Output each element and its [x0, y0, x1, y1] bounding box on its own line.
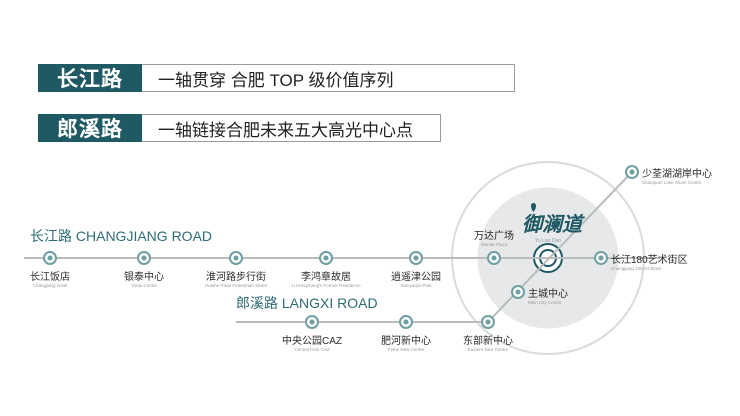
station-node-dot — [323, 255, 329, 261]
station-node-dot — [485, 319, 491, 325]
station-name: 少荃湖湖岸中心 — [642, 167, 712, 180]
banner-tag: 郎溪路 — [38, 114, 142, 142]
diagonal-road-line — [487, 171, 633, 323]
station-node-dot — [598, 255, 604, 261]
hub-pin-icon — [531, 203, 536, 212]
station-node-dot — [141, 255, 147, 261]
station-name: 长江180艺术街区 — [611, 253, 688, 266]
station-name: 淮河路步行街 — [206, 270, 266, 283]
station-node-dot — [233, 255, 239, 261]
station-name-en: Central Park CAZ — [294, 347, 330, 352]
hub-subtitle: Yu Lan Dao — [535, 238, 561, 244]
station-name-en: Huaihe Road Pedestrian Street — [205, 283, 268, 288]
station-name: 李鸿章故居 — [301, 270, 351, 283]
station-node-dot — [309, 319, 315, 325]
station-name-en: Changjiang 180 Art Block — [611, 266, 662, 271]
station-node-dot — [515, 289, 521, 295]
changjiang-road-label: 长江路 CHANGJIANG ROAD — [30, 228, 212, 244]
station-name: 肥河新中心 — [381, 334, 431, 347]
station-name: 东部新中心 — [463, 334, 513, 347]
station-node-dot — [629, 169, 635, 175]
station-name: 银泰中心 — [124, 270, 164, 283]
station-name-en: Yintai Centre — [131, 283, 157, 288]
station-name: 逍遥津公园 — [391, 270, 441, 283]
station-name: 中央公园CAZ — [282, 334, 342, 347]
station-name-en: Eastern New Centre — [468, 347, 509, 352]
banner-langxi: 郎溪路 一轴链接合肥未来五大高光中心点 — [38, 114, 441, 142]
station-name-en: Feihe New Centre — [388, 347, 425, 352]
station-name-en: Wanda Plaza — [481, 242, 508, 247]
banner-changjiang: 长江路 一轴贯穿 合肥 TOP 级价值序列 — [38, 64, 515, 92]
station-name-en: Main City Centre — [528, 300, 562, 305]
station-name-en: Li Hongzhang's Former Residence — [291, 283, 361, 288]
station-name: 长江饭店 — [30, 270, 70, 283]
station-name-en: Changjiang Hotel — [33, 283, 68, 288]
station-node-dot — [413, 255, 419, 261]
station-name-en: Xiaoyaojin Park — [400, 283, 432, 288]
station-name: 主城中心 — [528, 287, 568, 300]
banner-text: 一轴贯穿 合肥 TOP 级价值序列 — [142, 64, 515, 92]
banner-text: 一轴链接合肥未来五大高光中心点 — [142, 114, 441, 142]
station-node-dot — [403, 319, 409, 325]
station-node-dot — [491, 255, 497, 261]
station-name: 万达广场 — [474, 229, 514, 242]
langxi-road-label: 郎溪路 LANGXI ROAD — [236, 295, 378, 311]
hub-name: 御澜道 — [522, 213, 585, 236]
road-lines — [24, 171, 660, 323]
banner-tag: 长江路 — [38, 64, 142, 92]
station-name-en: Shaoquan Lake Shore Centre — [642, 180, 702, 185]
station-node-dot — [47, 255, 53, 261]
